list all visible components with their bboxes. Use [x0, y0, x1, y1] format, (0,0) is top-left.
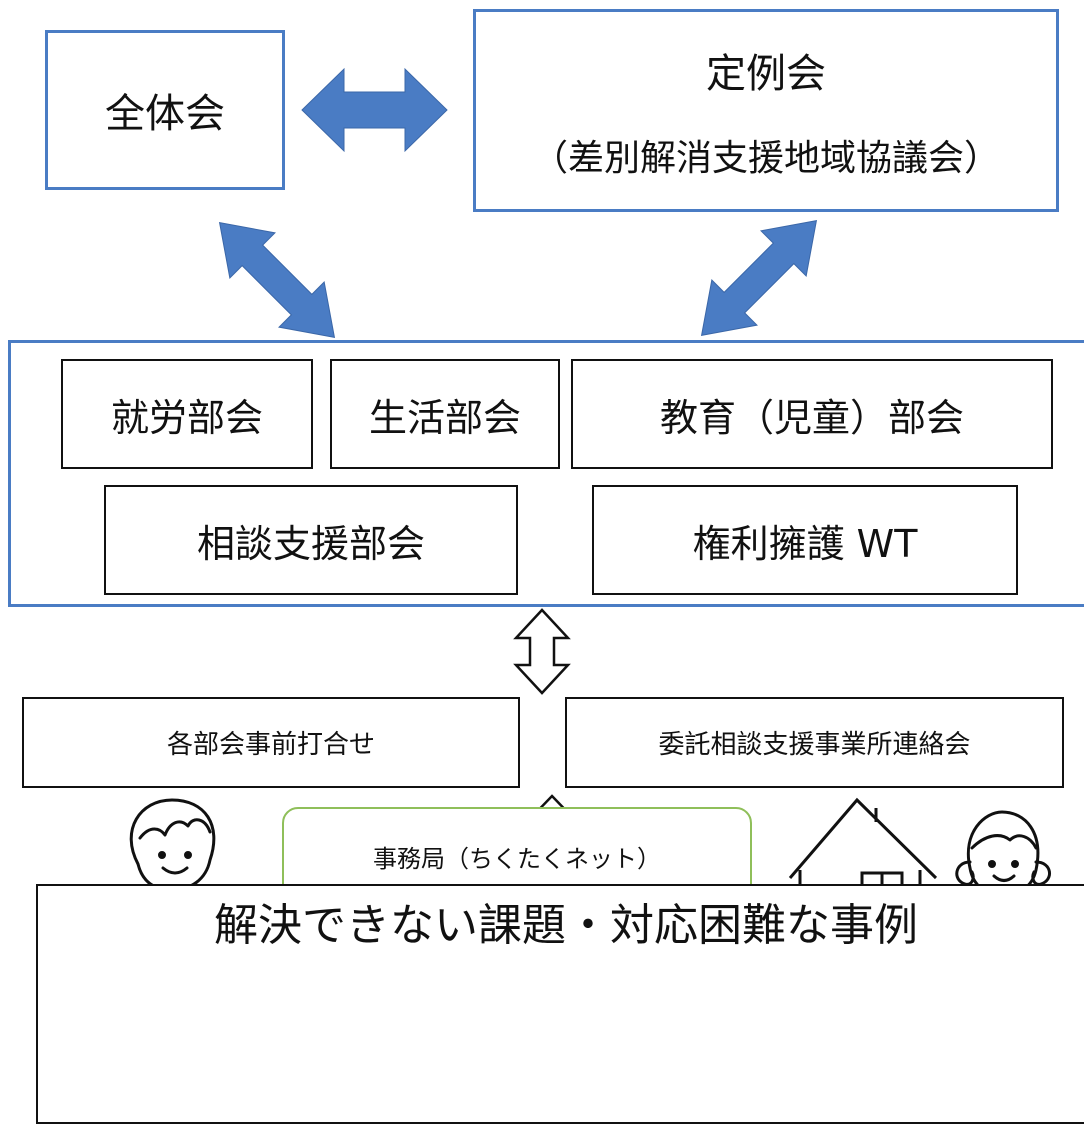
- kyoiku-bukai-label: 教育（児童）部会: [659, 395, 964, 440]
- teireikai-subtitle: （差別解消支援地域協議会）: [531, 137, 1000, 179]
- zentaikai-box: 全体会: [45, 30, 285, 190]
- teireikai-title: 定例会: [706, 50, 826, 97]
- itaku-renrakukai-box: 委託相談支援事業所連絡会: [565, 697, 1064, 788]
- outline-double-arrow-upper: [513, 608, 571, 695]
- itaku-renrakukai-label: 委託相談支援事業所連絡会: [658, 730, 971, 760]
- double-arrow-diagonal-right: [700, 219, 818, 337]
- double-arrow-diagonal-left: [218, 221, 336, 339]
- sodan-bukai-box: 相談支援部会: [104, 485, 518, 595]
- kenri-wt-label: 権利擁護 WT: [692, 521, 918, 566]
- jizen-uchiawase-box: 各部会事前打合せ: [22, 697, 520, 788]
- double-arrow-horizontal: [301, 67, 448, 153]
- jimukyoku-label: 事務局（ちくたくネット）: [373, 845, 661, 873]
- bukai-frame: [8, 340, 1084, 607]
- kadai-label: 解決できない課題・対応困難な事例: [214, 900, 918, 951]
- seikatsu-bukai-label: 生活部会: [368, 395, 521, 440]
- teireikai-box: 定例会 （差別解消支援地域協議会）: [473, 9, 1059, 212]
- sodan-bukai-label: 相談支援部会: [196, 521, 425, 566]
- kyoiku-bukai-box: 教育（児童）部会: [571, 359, 1053, 469]
- kadai-box: 解決できない課題・対応困難な事例: [36, 884, 1084, 1124]
- jizen-uchiawase-label: 各部会事前打合せ: [166, 730, 375, 760]
- seikatsu-bukai-box: 生活部会: [330, 359, 560, 469]
- shuro-bukai-label: 就労部会: [110, 395, 263, 440]
- shuro-bukai-box: 就労部会: [61, 359, 313, 469]
- kenri-wt-box: 権利擁護 WT: [592, 485, 1018, 595]
- zentaikai-label: 全体会: [105, 91, 225, 137]
